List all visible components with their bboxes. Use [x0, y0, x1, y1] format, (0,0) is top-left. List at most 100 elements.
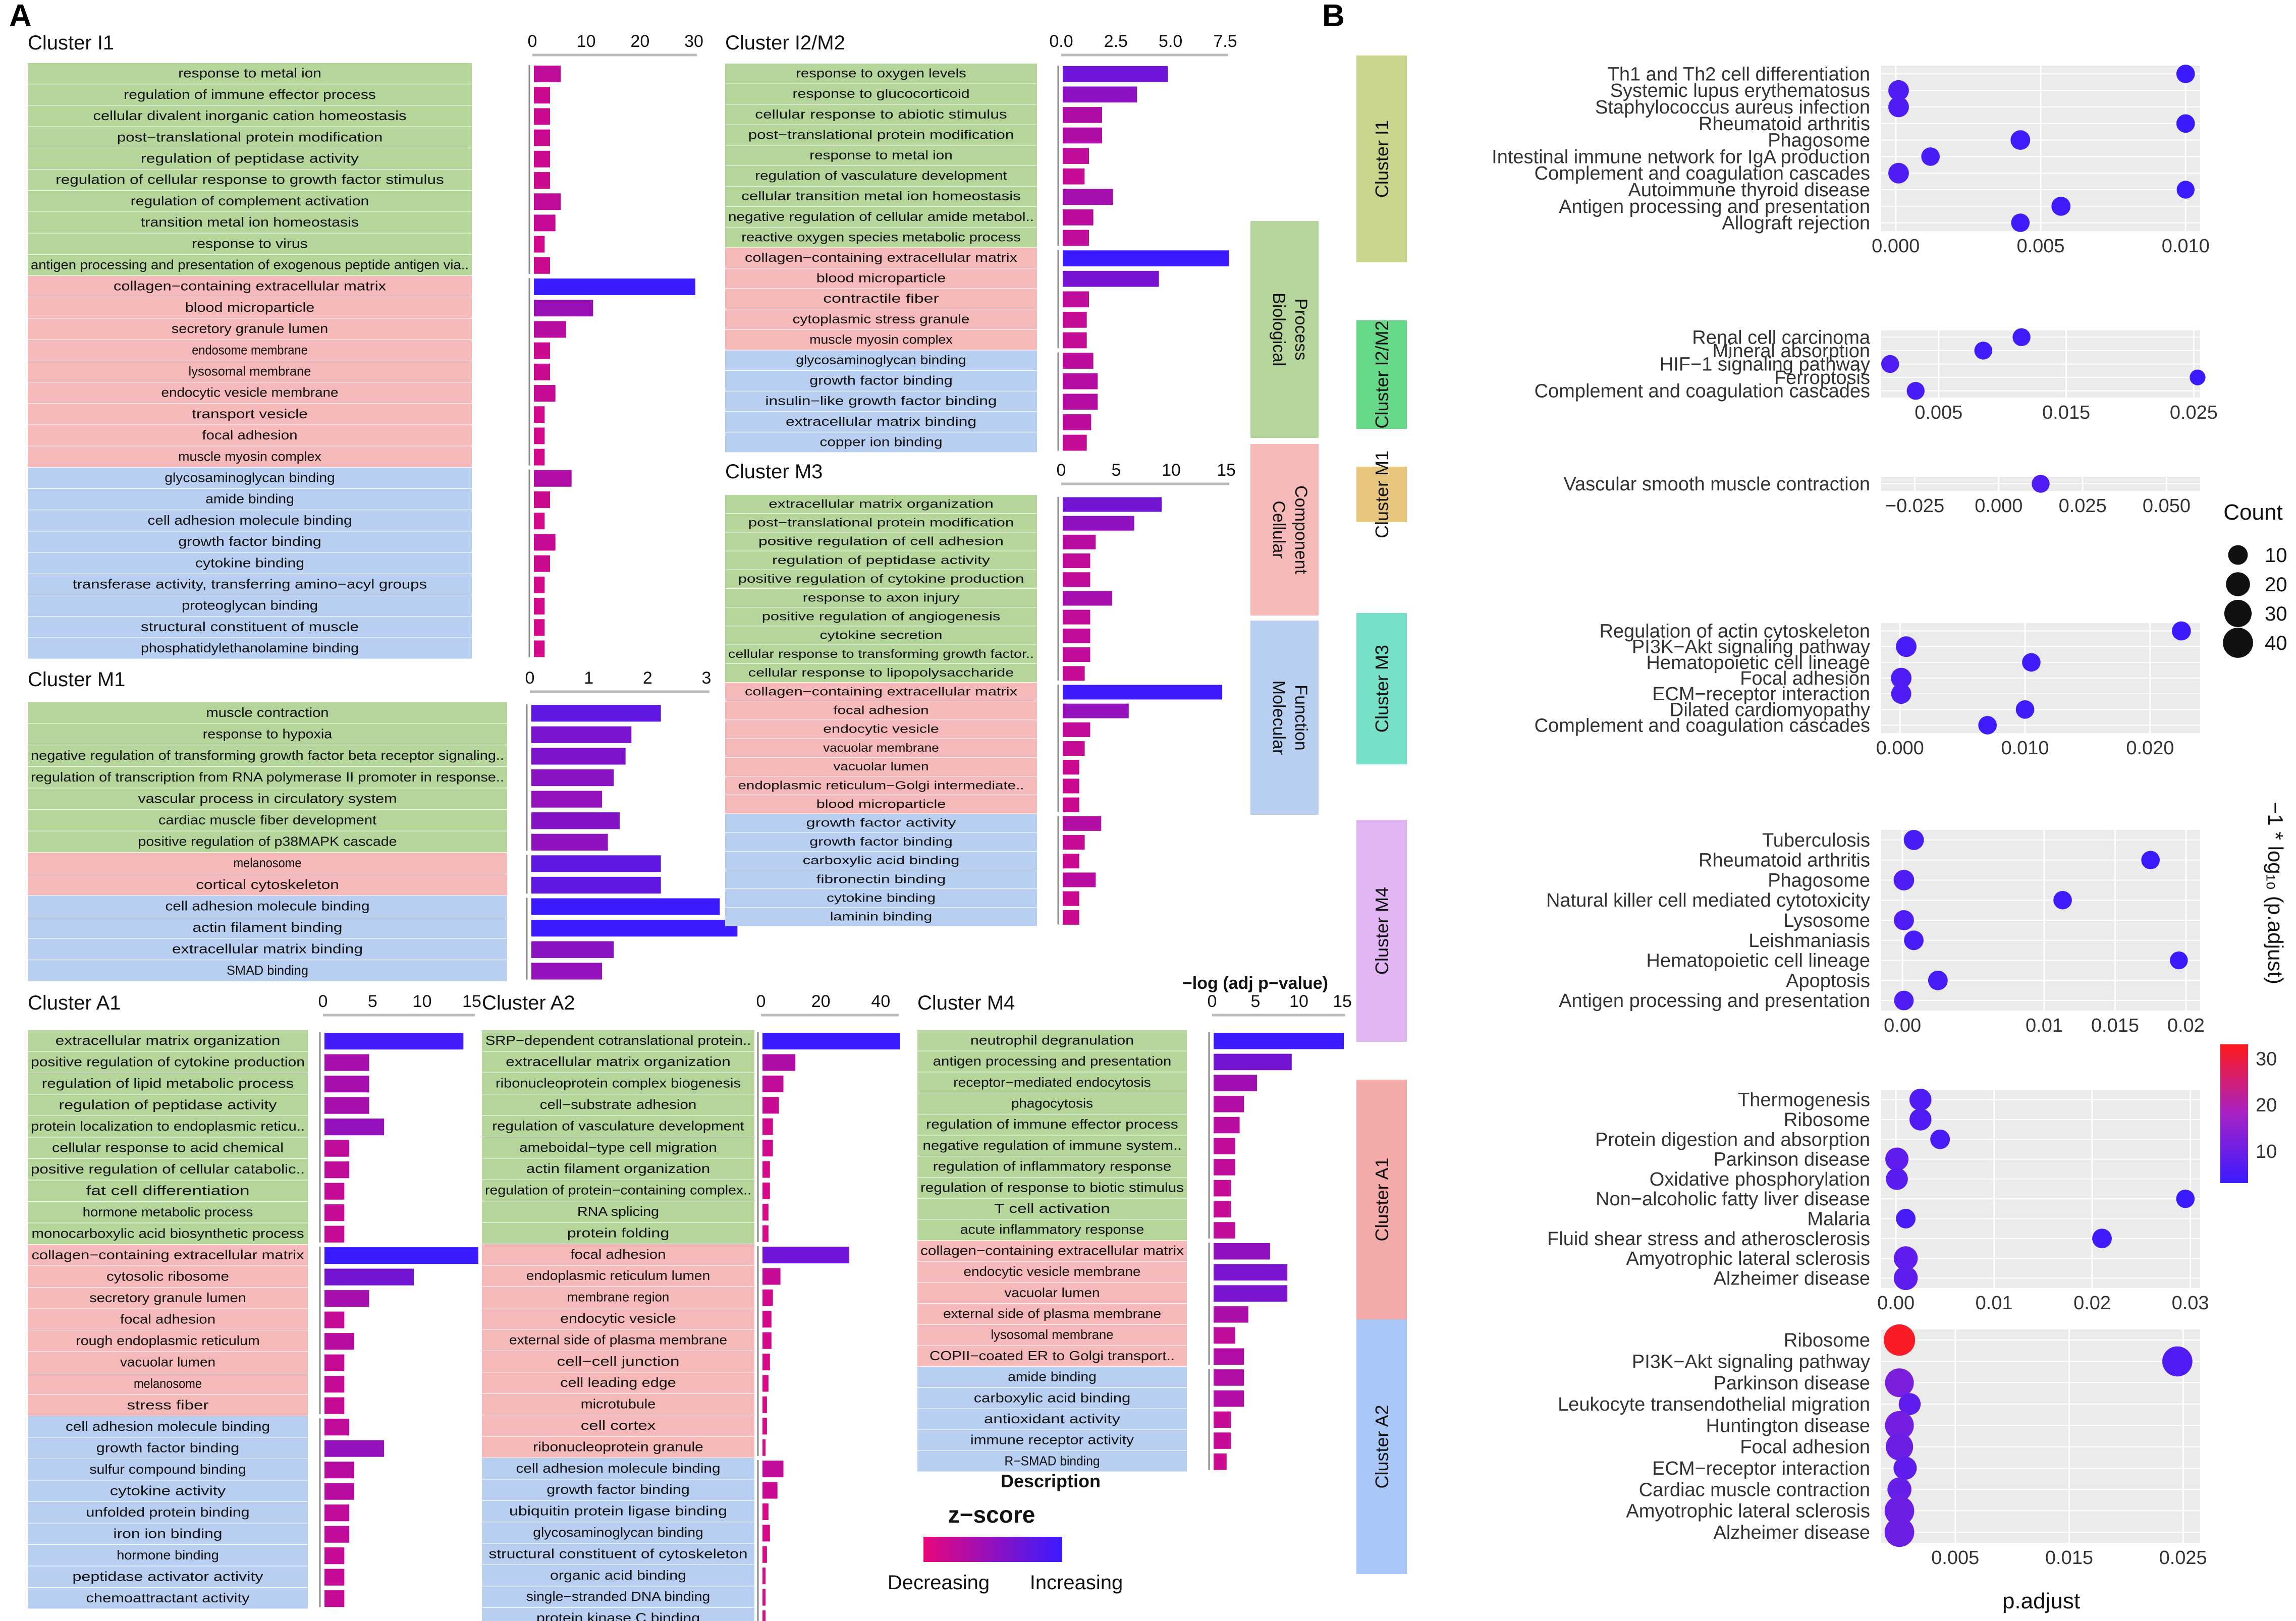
term-label: membrane region: [567, 1290, 670, 1305]
bar: [534, 363, 550, 380]
pathway-label: Oxidative phosphorylation: [1650, 1169, 1870, 1190]
term-row-bg: [482, 1201, 754, 1222]
bar: [1063, 394, 1098, 410]
term-label: regulation of vasculature development: [755, 169, 1007, 183]
dot: [1888, 80, 1909, 101]
dot: [2162, 1346, 2193, 1377]
bar: [1063, 434, 1087, 451]
term-row-bg: [725, 701, 1037, 720]
category-legend-label: Biological: [1269, 293, 1288, 366]
cluster-strip: [1356, 613, 1407, 764]
term-label: focal adhesion: [571, 1247, 666, 1262]
bar: [1214, 1159, 1235, 1176]
term-label: copper ion binding: [820, 435, 943, 449]
term-label: single−stranded DNA binding: [526, 1589, 710, 1604]
term-label: vacuolar lumen: [834, 760, 929, 773]
tick-label: 40: [871, 992, 890, 1011]
bar: [324, 1033, 464, 1050]
dot: [2141, 851, 2160, 870]
term-row-bg: [28, 1030, 308, 1051]
bar: [762, 1375, 769, 1392]
term-label: fibronectin binding: [816, 872, 946, 885]
term-row-bg: [28, 1094, 308, 1115]
dot: [1903, 829, 1924, 850]
term-label: antigen processing and presentation of e…: [31, 257, 469, 272]
cluster-strip: [1356, 1319, 1407, 1574]
term-label: hormone metabolic process: [83, 1204, 253, 1219]
term-label: immune receptor activity: [970, 1433, 1134, 1447]
bar: [762, 1054, 796, 1071]
term-row-bg: [482, 1500, 754, 1522]
dot: [1894, 990, 1914, 1011]
term-label: reactive oxygen species metabolic proces…: [741, 230, 1021, 244]
bar: [1214, 1348, 1244, 1365]
tick-label: 2: [643, 668, 652, 688]
term-row-bg: [28, 831, 507, 853]
bar: [324, 1183, 345, 1200]
pathway-label: Alzheimer disease: [1714, 1522, 1870, 1543]
size-legend-dot: [2228, 545, 2248, 565]
term-row-bg: [28, 1202, 308, 1223]
bar: [1063, 797, 1079, 812]
term-label: cellular transition metal ion homeostasi…: [741, 189, 1021, 203]
tick-label: 15: [1217, 461, 1236, 480]
bar: [534, 513, 545, 530]
panel-label-b: B: [1322, 0, 1345, 33]
term-label: regulation of peptidase activity: [59, 1097, 277, 1112]
dot: [2092, 1228, 2112, 1249]
term-row-bg: [725, 350, 1037, 370]
pathway-label: Rheumatoid arthritis: [1699, 850, 1870, 871]
bar: [324, 1140, 350, 1157]
pathway-label: Ribosome: [1784, 1109, 1870, 1131]
term-label: focal adhesion: [202, 427, 298, 442]
bar: [324, 1290, 369, 1307]
size-legend-label: 20: [2265, 574, 2287, 596]
term-row-bg: [28, 489, 472, 510]
bar: [1214, 1369, 1244, 1386]
term-row-bg: [917, 1072, 1187, 1093]
term-label: actin filament binding: [193, 920, 343, 935]
bar: [324, 1333, 354, 1350]
pathway-label: Mineral absorption: [1712, 341, 1870, 362]
term-row-bg: [725, 663, 1037, 682]
bar: [1063, 872, 1096, 887]
term-label: rough endoplasmic reticulum: [76, 1333, 260, 1348]
term-row-bg: [28, 63, 472, 84]
cluster-strip-label: Cluster M4: [1372, 887, 1392, 975]
tick-label: 0: [1208, 992, 1217, 1011]
term-row-bg: [917, 1198, 1187, 1219]
term-label: regulation of immune effector process: [926, 1117, 1178, 1132]
dot: [1930, 1129, 1950, 1149]
bar: [1214, 1264, 1288, 1281]
term-label: T cell activation: [994, 1202, 1110, 1216]
term-row-bg: [28, 467, 472, 488]
dot: [2176, 1189, 2195, 1208]
color-legend-bar: [2220, 1044, 2248, 1183]
term-label: regulation of inflammatory response: [933, 1160, 1172, 1174]
term-label: extracellular matrix organization: [769, 497, 994, 510]
color-legend-tick: 30: [2256, 1049, 2277, 1070]
bar: [531, 855, 661, 872]
bar: [1214, 1454, 1227, 1470]
bar: [534, 87, 550, 104]
term-label: regulation of protein−containing complex…: [485, 1183, 751, 1198]
term-label: post−translational protein modification: [117, 129, 383, 144]
bar: [1063, 209, 1094, 226]
pathway-label: Amyotrophic lateral sclerosis: [1626, 1501, 1870, 1522]
cluster-strip: [1356, 820, 1407, 1042]
term-row-bg: [28, 127, 472, 148]
cluster-strip-label: Cluster I1: [1372, 120, 1392, 198]
term-label: endocytic vesicle: [823, 722, 939, 736]
pathway-label: Systemic lupus erythematosus: [1610, 80, 1870, 101]
term-row-bg: [725, 889, 1037, 908]
term-row-bg: [482, 1415, 754, 1436]
term-row-bg: [28, 552, 472, 574]
dot: [1896, 1209, 1916, 1228]
tick-label: 0: [525, 668, 535, 688]
tick-label: 0.03: [2172, 1293, 2209, 1314]
term-row-bg: [725, 432, 1037, 453]
term-row-bg: [28, 874, 507, 896]
pathway-label: Antigen processing and presentation: [1559, 196, 1870, 217]
term-row-bg: [482, 1393, 754, 1415]
